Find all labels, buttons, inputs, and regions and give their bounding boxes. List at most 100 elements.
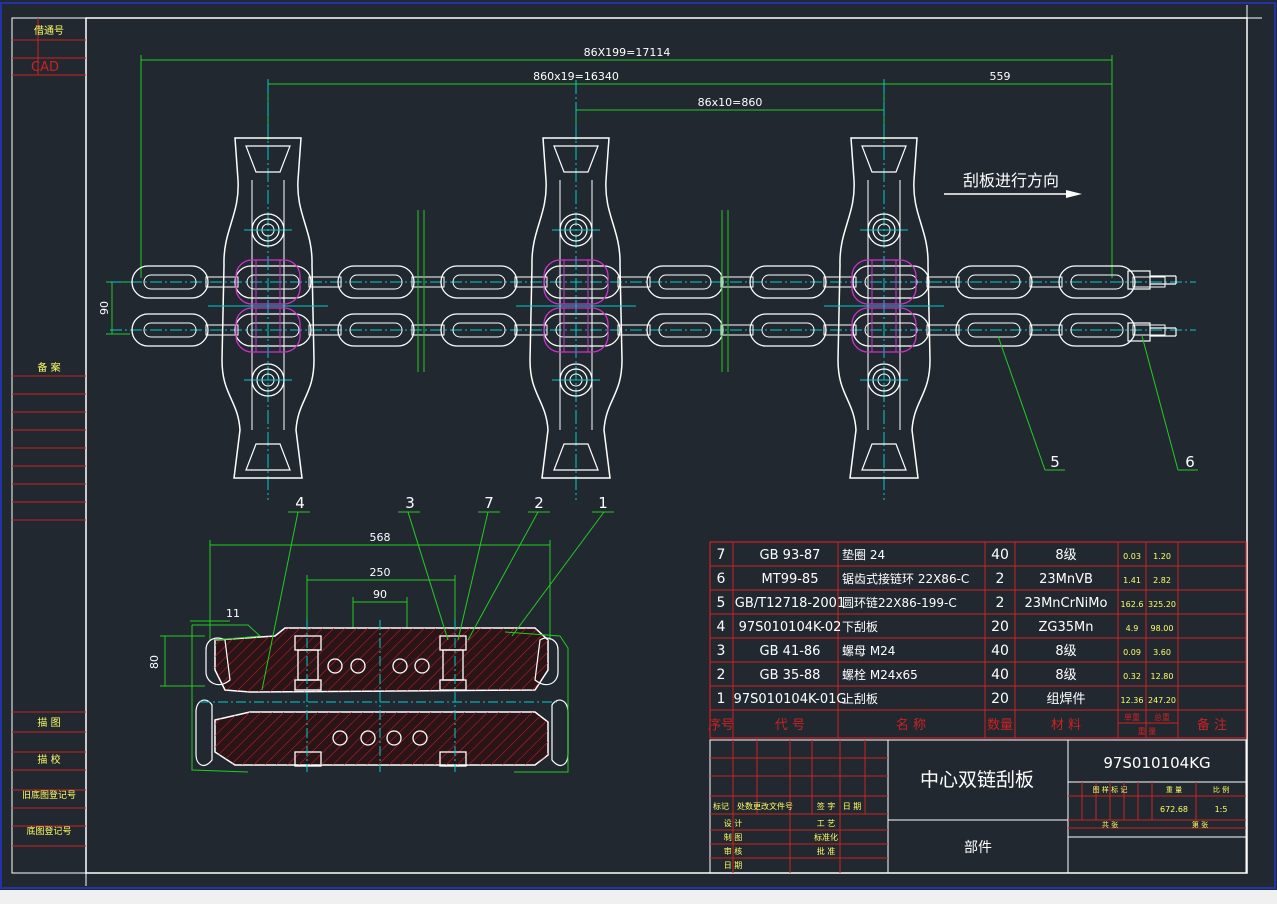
chain-link (646, 265, 724, 299)
scale-value: 1:5 (1215, 805, 1228, 814)
bom-header-cell: 序号 (708, 718, 734, 733)
bom-header-cell: 重 量 (1138, 726, 1157, 736)
bom-cell-qty: 40 (991, 643, 1009, 659)
bom-cell-qty: 20 (991, 691, 1009, 707)
bom-cell-qty: 40 (991, 667, 1009, 683)
rev-header: 日 期 (843, 802, 862, 811)
chain-link (131, 265, 209, 299)
chain-link-cross (1132, 324, 1166, 336)
chain-link-cross (1029, 324, 1063, 336)
flight-slot-top (245, 145, 291, 173)
side-strip (11, 17, 87, 874)
sheet-label: 共 张 (1102, 820, 1118, 829)
chain-link (955, 313, 1033, 347)
chain-link-cross (926, 276, 960, 288)
bom-cell-code: GB 35-88 (760, 668, 821, 683)
chain-clamp (235, 307, 301, 353)
dim-d3: 86x10=860 (698, 96, 763, 109)
connectors (1127, 270, 1177, 342)
bom-cell-unit: 0.32 (1123, 672, 1141, 681)
bom-cell-material: ZG35Mn (1039, 620, 1094, 635)
chain-link-cross (411, 276, 445, 288)
part-type: 部件 (964, 840, 992, 856)
bom-cell-code: GB/T12718-2001 (735, 596, 845, 611)
section-bolts (294, 635, 467, 767)
chain-link-inner (967, 274, 1021, 290)
bom-cell-seq: 5 (717, 595, 726, 611)
sheet-label2: 第 张 (1192, 820, 1208, 829)
bom-header-cell: 材 料 (1051, 718, 1081, 733)
bom-cell-unit: 0.09 (1123, 648, 1141, 657)
flight-slot-top (861, 145, 907, 173)
bom-cell-total: 247.20 (1148, 696, 1176, 705)
bom-cell-name: 上刮板 (842, 692, 878, 706)
chain-link (234, 313, 312, 347)
bom-cell-material: 8级 (1055, 548, 1076, 563)
chain-link-cross (926, 324, 960, 336)
side-label-top2: CAD (31, 60, 59, 75)
dim-section-lip: 11 (226, 607, 240, 620)
chain-link-inner (761, 322, 815, 338)
dim-section-w: 568 (370, 531, 391, 544)
chain-link (1058, 313, 1136, 347)
bom-header-cell: 备 注 (1197, 717, 1227, 733)
bom-cell-seq: 2 (717, 667, 726, 683)
dim-d1: 860x19=16340 (533, 70, 619, 83)
chain-link-cross (411, 324, 445, 336)
chain-link (646, 313, 724, 347)
bom-cell-material: 8级 (1055, 644, 1076, 659)
bom-cell-qty: 20 (991, 619, 1009, 635)
revision-labels: 标记处数更改文件号签 字日 期设 计制 图审 核日 期工 艺标准化批 准 (713, 801, 861, 870)
bom-cell-material: 23MnCrNiMo (1025, 596, 1108, 611)
bom-cell-qty: 40 (991, 547, 1009, 563)
sign-row-label2: 标准化 (814, 832, 838, 842)
bom-header-cell: 总重 (1154, 712, 1170, 722)
weight-label: 重 量 (1166, 786, 1182, 794)
sign-row-label2: 工 艺 (817, 819, 836, 828)
bom-cell-name: 螺母 M24 (842, 644, 895, 658)
chain-link-inner (1070, 322, 1124, 338)
bom-cell-total: 1.20 (1153, 552, 1171, 561)
bom-header-cell: 单重 (1124, 712, 1140, 722)
side-label-b4: 底图登记号 (26, 825, 71, 837)
sign-row-label: 设 计 (724, 818, 743, 828)
weight-value: 672.68 (1160, 805, 1188, 814)
flight-body (221, 137, 315, 479)
side-label-b2: 描 校 (37, 753, 60, 766)
chain-link (234, 265, 312, 299)
flight-slot-bottom (553, 443, 599, 471)
chain-link-inner (658, 322, 712, 338)
dim-section-w3: 90 (373, 588, 387, 601)
flight (208, 80, 328, 500)
bom-cell-code: GB 41-86 (760, 644, 821, 659)
flight-body (529, 137, 623, 479)
bom-cell-name: 垫圈 24 (842, 547, 885, 562)
section-outline (191, 624, 569, 773)
flight-slot-top (553, 145, 599, 173)
section-lower-flight (195, 699, 569, 766)
side-label-b3: 旧底图登记号 (22, 789, 76, 801)
bom-cell-seq: 6 (717, 571, 726, 587)
bom-cell-total: 3.60 (1153, 648, 1171, 657)
flight-group (208, 80, 944, 500)
chain-link (131, 313, 209, 347)
dim-section-w2: 250 (370, 566, 391, 579)
chain-link-cross (205, 276, 239, 288)
callout-6: 6 (1185, 453, 1195, 471)
dim-pitch: 90 (98, 301, 111, 315)
chain-link-cross (720, 276, 754, 288)
chain-group (110, 265, 1196, 347)
section-upper-flight (205, 627, 559, 693)
chain-link (337, 313, 415, 347)
chain-link (749, 265, 827, 299)
chain-link-inner (143, 274, 197, 290)
rev-header: 处数 (737, 801, 753, 811)
bom-cell-unit: 162.6 (1121, 600, 1144, 609)
bom-cell-code: 97S010104K-01G (734, 692, 847, 707)
section-chain-holes (327, 658, 430, 746)
bom-cell-unit: 12.36 (1121, 696, 1144, 705)
chain-link-inner (864, 322, 918, 338)
